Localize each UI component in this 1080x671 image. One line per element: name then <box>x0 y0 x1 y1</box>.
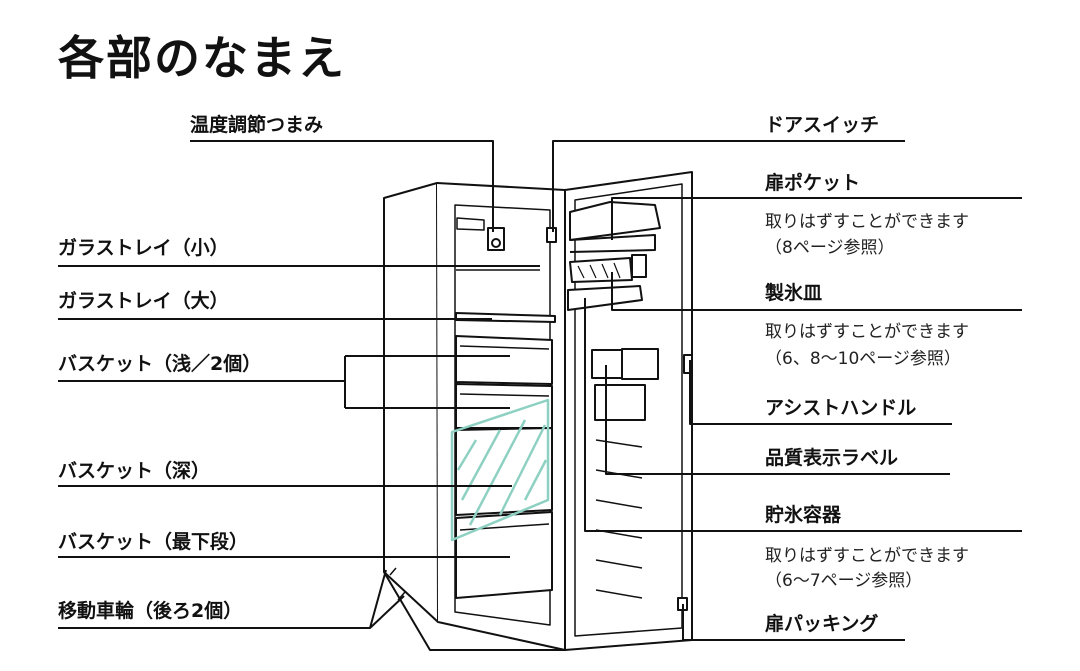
page-title: 各部のなまえ <box>58 31 346 85</box>
label-casters: 移動車輪（後ろ2個） <box>58 600 243 622</box>
ice-container <box>567 285 643 311</box>
basket-bottom <box>455 511 553 599</box>
label-door-gasket: 扉パッキング <box>765 613 879 635</box>
note-ice-container-2: （6～7ページ参照） <box>765 571 923 591</box>
label-basket-bottom: バスケット（最下段） <box>58 531 249 553</box>
label-glass-tray-large: ガラストレイ（大） <box>58 290 229 312</box>
label-basket-shallow: バスケット（浅／2個） <box>58 353 262 375</box>
label-glass-tray-small: ガラストレイ（小） <box>58 237 229 259</box>
temperature-knob <box>487 227 505 251</box>
note-ice-container-1: 取りはずすことができます <box>765 546 969 566</box>
note-ice-tray-2: （6、8～10ページ参照） <box>765 349 961 369</box>
door-switch <box>546 227 557 243</box>
note-ice-tray-1: 取りはずすことができます <box>765 322 969 342</box>
leader-lines-right <box>552 140 1022 641</box>
drawer-hatch <box>450 398 550 542</box>
label-ice-tray: 製氷皿 <box>765 282 823 304</box>
ice-tray <box>569 254 647 283</box>
label-door-pocket: 扉ポケット <box>765 172 861 194</box>
label-assist-handle: アシストハンドル <box>765 397 917 419</box>
label-ice-container: 貯氷容器 <box>765 504 842 526</box>
label-basket-deep: バスケット（深） <box>58 460 211 482</box>
leader-lines-left <box>58 140 512 629</box>
basket-shallow-upper <box>455 335 553 385</box>
note-door-pocket-2: （8ページ参照） <box>765 238 895 258</box>
interior-light-panel <box>456 217 485 231</box>
quality-label-panel <box>591 348 659 421</box>
assist-handle <box>683 354 693 374</box>
label-temp-knob: 温度調節つまみ <box>190 114 324 136</box>
label-door-switch: ドアスイッチ <box>765 114 880 136</box>
note-door-pocket-1: 取りはずすことができます <box>765 212 969 232</box>
basket-shallow-lower <box>455 383 553 429</box>
label-quality-label: 品質表示ラベル <box>765 447 899 469</box>
